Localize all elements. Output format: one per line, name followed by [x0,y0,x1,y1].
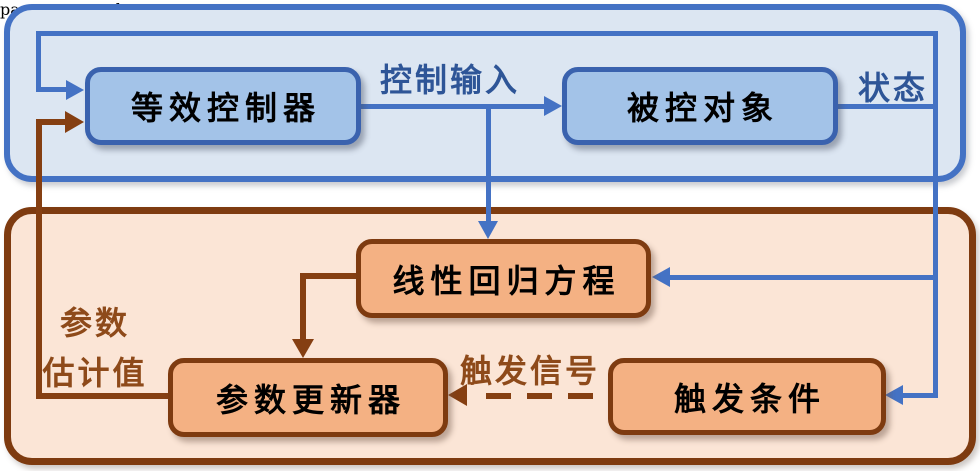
connector-parameter-estimate-vertical [36,119,42,399]
connector-parameter-estimate-bottom [39,393,169,399]
connector-state-right-vertical [933,31,938,398]
equivalent-controller-box: 等效控制器 [85,67,361,145]
arrowhead-into-parameter-updater-icon [292,339,314,358]
connector-state-to-trigger-condition [903,393,935,398]
connector-feedback-top [36,31,938,36]
linear-regression-box: 线性回归方程 [356,239,651,318]
arrowhead-parameter-estimate-icon [65,111,84,133]
arrowhead-feedback-into-controller-icon [66,80,84,100]
controlled-plant-box: 被控对象 [562,67,838,145]
connector-state-from-plant [837,104,938,109]
connector-trigger-signal-dashed [470,393,612,399]
connector-regression-to-updater-v [300,273,306,340]
control-input-label: 控制输入 [379,61,520,99]
parameter-estimate-label-line2: 估计值 [42,353,148,392]
parameter-updater-box: 参数更新器 [168,358,448,437]
arrowhead-into-linear-regression-right-icon [652,267,670,287]
arrowhead-into-trigger-condition-icon [885,385,903,405]
arrowhead-trigger-signal-icon [448,384,467,406]
connector-regression-to-updater-h [300,273,357,279]
trigger-signal-label: 触发信号 [459,352,600,390]
arrowhead-into-linear-regression-top-icon [478,221,498,239]
arrowhead-control-input-icon [544,96,562,116]
connector-state-to-linear-regression [670,275,933,280]
connector-feedback-left [36,31,41,92]
state-label: 状态 [857,69,928,107]
connector-feedback-into-controller [36,87,68,92]
connector-control-input [361,104,544,109]
trigger-condition-box: 触发条件 [608,358,886,435]
parameter-estimate-label-line1: 参数 [59,304,130,342]
connector-control-branch-down [486,104,491,222]
parameter-estimate-label: 参数 估计值 [20,299,170,398]
connector-parameter-estimate-into-controller [36,119,66,125]
